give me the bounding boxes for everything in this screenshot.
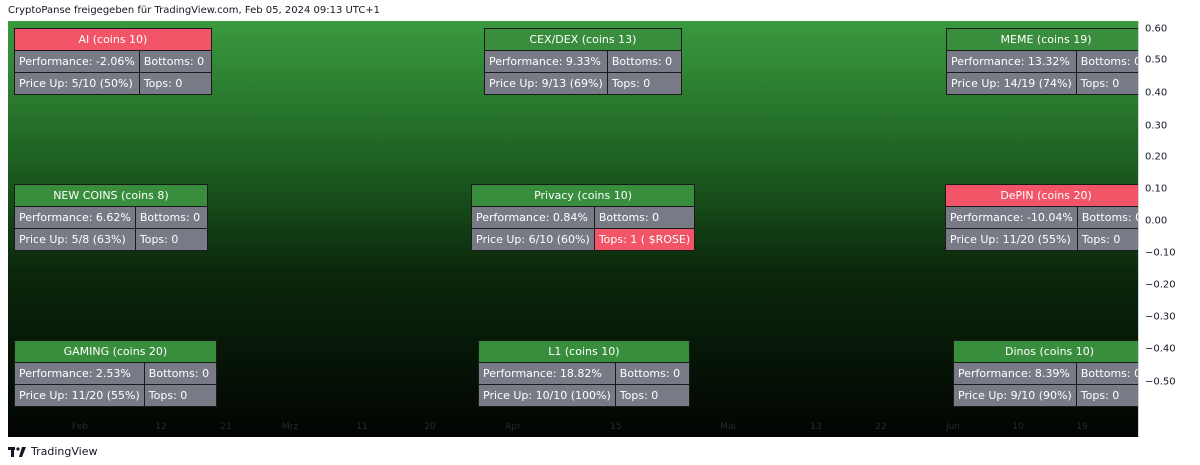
price-axis-tick: 0.20: [1145, 151, 1168, 163]
sector-title: L1 (coins 10): [478, 340, 690, 363]
sector-table: Privacy (coins 10)Performance: 0.84%Bott…: [470, 184, 696, 251]
tops-cell: Tops: 0: [614, 384, 690, 407]
price-axis-tick: −0.30: [1145, 311, 1176, 323]
time-axis-tick: 22: [875, 422, 887, 432]
time-axis-tick: Mrz: [281, 422, 299, 432]
price-up-cell: Price Up: 10/10 (100%): [478, 384, 616, 407]
time-axis-tick: Apr: [505, 422, 521, 432]
price-axis-tick: −0.10: [1145, 247, 1176, 259]
performance-cell: Performance: 9.33%: [484, 50, 608, 73]
price-up-cell: Price Up: 5/10 (50%): [14, 72, 140, 95]
tops-cell: Tops: 0: [138, 72, 212, 95]
brand-name: TradingView: [31, 445, 98, 458]
price-axis-tick: 0.10: [1145, 183, 1168, 195]
sector-title: GAMING (coins 20): [14, 340, 217, 363]
performance-cell: Performance: -10.04%: [945, 206, 1078, 229]
price-axis[interactable]: 0.60 0.50 0.40 0.30 0.20 0.10 0.00 −0.10 −0.20 −0…: [1138, 21, 1200, 437]
sector-title: DePIN (coins 20): [944, 184, 1138, 207]
price-up-cell: Price Up: 11/20 (55%): [14, 384, 145, 407]
price-up-cell: Price Up: 9/13 (69%): [484, 72, 608, 95]
price-axis-tick: 0.30: [1145, 120, 1168, 132]
sector-table: CEX/DEX (coins 13)Performance: 9.33%Bott…: [484, 28, 682, 95]
time-axis-tick: 21: [220, 422, 232, 432]
price-up-cell: Price Up: 14/19 (74%): [946, 72, 1077, 95]
sector-title: CEX/DEX (coins 13): [484, 28, 682, 51]
time-axis-tick: Mai: [720, 422, 736, 432]
sector-table: Dinos (coins 10)Performance: 8.39%Bottom…: [952, 340, 1138, 407]
performance-cell: Performance: -2.06%: [14, 50, 140, 73]
bottoms-cell: Bottoms: 0: [138, 50, 212, 73]
price-axis-tick: 0.40: [1145, 87, 1168, 99]
performance-cell: Performance: 2.53%: [14, 362, 145, 385]
price-axis-tick: −0.50: [1145, 376, 1176, 388]
bottoms-cell: Bottoms: 0: [1075, 50, 1138, 73]
tops-cell: Tops: 0: [1075, 384, 1138, 407]
time-axis-tick: 13: [810, 422, 822, 432]
performance-cell: Performance: 0.84%: [471, 206, 595, 229]
chart-pane[interactable]: Feb 12 21 Mrz 11 20 Apr 15 Mai 13 22 Jun 10 19 AI (co…: [8, 21, 1138, 437]
sector-table: GAMING (coins 20)Performance: 2.53%Botto…: [14, 340, 217, 407]
price-axis-tick: 0.60: [1145, 23, 1168, 35]
bottoms-cell: Bottoms: 0: [606, 50, 682, 73]
time-axis-tick: 11: [356, 422, 368, 432]
price-axis-tick: −0.20: [1145, 279, 1176, 291]
price-up-cell: Price Up: 11/20 (55%): [945, 228, 1078, 251]
price-axis-tick: 0.00: [1145, 215, 1168, 227]
sector-title: Privacy (coins 10): [470, 184, 696, 207]
sector-table: L1 (coins 10)Performance: 18.82%Bottoms:…: [478, 340, 690, 407]
tradingview-logo-icon: [8, 446, 26, 457]
price-up-cell: Price Up: 5/8 (63%): [14, 228, 136, 251]
sector-title: Dinos (coins 10): [952, 340, 1138, 363]
sector-title: MEME (coins 19): [945, 28, 1138, 51]
price-axis-tick: −0.40: [1145, 343, 1176, 355]
time-axis-tick: 15: [610, 422, 622, 432]
tops-cell: Tops: 0: [1075, 72, 1138, 95]
sector-table: NEW COINS (coins 8)Performance: 6.62%Bot…: [14, 184, 208, 251]
time-axis-tick: 10: [1012, 422, 1024, 432]
time-axis-tick: 20: [424, 422, 436, 432]
sector-title: NEW COINS (coins 8): [14, 184, 208, 207]
bottoms-cell: Bottoms: 0: [1075, 362, 1138, 385]
performance-cell: Performance: 8.39%: [953, 362, 1077, 385]
price-axis-tick: 0.50: [1145, 54, 1168, 66]
tops-cell: Tops: 0: [143, 384, 217, 407]
price-up-cell: Price Up: 6/10 (60%): [471, 228, 595, 251]
price-up-cell: Price Up: 9/10 (90%): [953, 384, 1077, 407]
bottoms-cell: Bottoms: 0: [614, 362, 690, 385]
tops-cell: Tops: 1 ( $ROSE): [593, 228, 696, 251]
bottoms-cell: Bottoms: 0: [134, 206, 208, 229]
tops-cell: Tops: 0: [606, 72, 682, 95]
sector-table: MEME (coins 19)Performance: 13.32%Bottom…: [945, 28, 1138, 95]
performance-cell: Performance: 18.82%: [478, 362, 616, 385]
tops-cell: Tops: 0: [1076, 228, 1138, 251]
sector-title: AI (coins 10): [14, 28, 212, 51]
sector-table: DePIN (coins 20)Performance: -10.04%Bott…: [944, 184, 1138, 251]
time-axis-tick: 12: [155, 422, 167, 432]
bottoms-cell: Bottoms: 0: [143, 362, 217, 385]
performance-cell: Performance: 6.62%: [14, 206, 136, 229]
time-axis-tick: Jun: [945, 422, 961, 432]
bottoms-cell: Bottoms: 0: [593, 206, 696, 229]
performance-cell: Performance: 13.32%: [946, 50, 1077, 73]
bottoms-cell: Bottoms: 0: [1076, 206, 1138, 229]
tops-cell: Tops: 0: [134, 228, 208, 251]
time-axis-tick: 19: [1076, 422, 1088, 432]
tradingview-footer[interactable]: TradingView: [8, 445, 97, 458]
sector-table: AI (coins 10)Performance: -2.06%Bottoms:…: [14, 28, 212, 95]
chart-attribution: CryptoPanse freigegeben für TradingView.…: [8, 5, 381, 16]
time-axis-tick: Feb: [72, 422, 88, 432]
